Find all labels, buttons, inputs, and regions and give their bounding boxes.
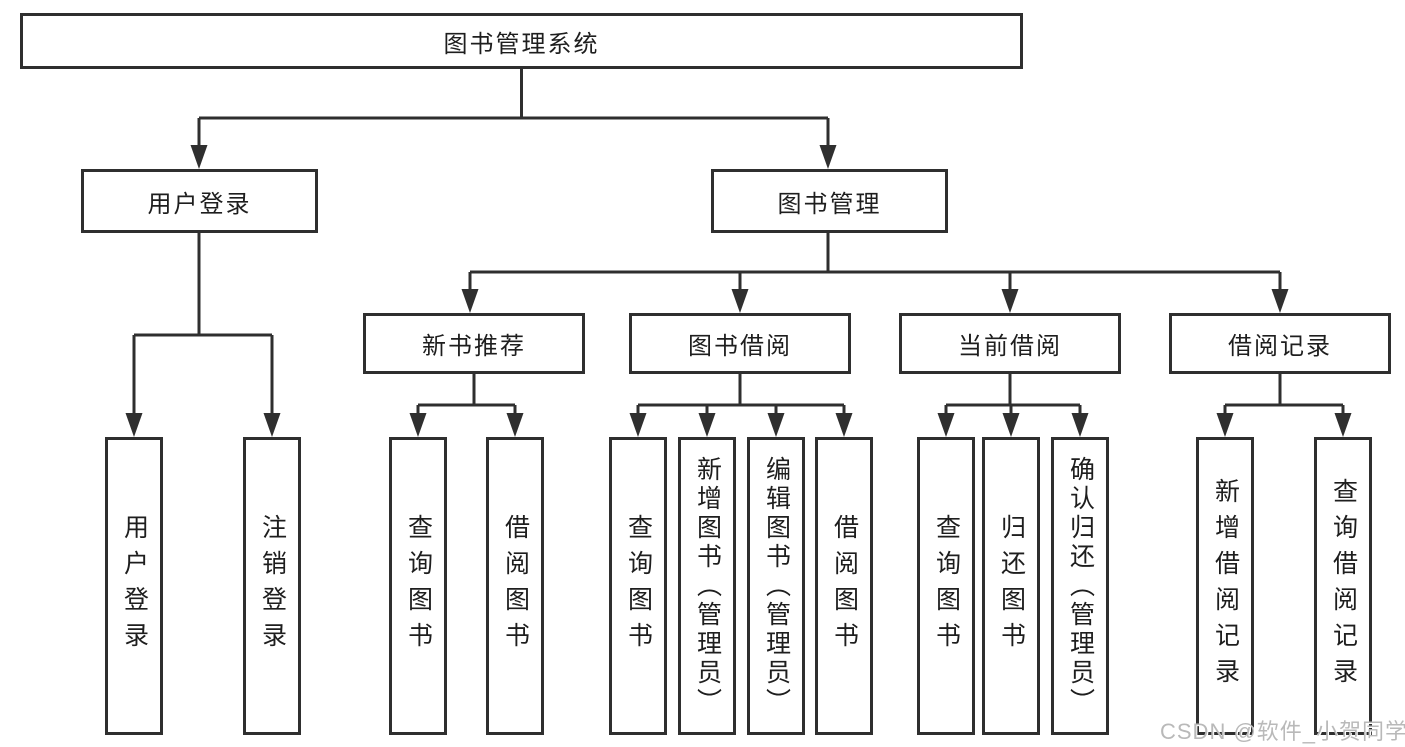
leaf-confirm-return-admin: 确认归还（管理员） (1051, 437, 1109, 735)
leaf-add-borrow-record: 新增借阅记录 (1196, 437, 1254, 735)
connector-new-book-recommendation-children (409, 374, 524, 437)
connector-current-borrowing-children (937, 374, 1089, 437)
leaf-add-book-admin: 新增图书（管理员） (678, 437, 736, 735)
leaf-query-books-borrowing: 查询图书 (609, 437, 667, 735)
connector-borrowing-records-children (1216, 374, 1352, 437)
leaf-query-books-recommend: 查询图书 (389, 437, 447, 735)
node-library-management-system: 图书管理系统 (20, 13, 1023, 69)
leaf-user-login: 用户登录 (105, 437, 163, 735)
node-current-borrowing: 当前借阅 (899, 313, 1121, 374)
watermark: CSDN @软件_小贺同学 (1160, 719, 1405, 744)
node-book-borrowing: 图书借阅 (629, 313, 851, 374)
leaf-borrow-books-recommend: 借阅图书 (486, 437, 544, 735)
node-book-management: 图书管理 (711, 169, 948, 233)
connector-book-management-to-level3 (461, 233, 1289, 313)
leaf-query-books-current: 查询图书 (917, 437, 975, 735)
node-new-book-recommendation: 新书推荐 (363, 313, 585, 374)
connector-root-to-level2 (190, 69, 837, 169)
leaf-edit-book-admin: 编辑图书（管理员） (747, 437, 805, 735)
node-borrowing-records: 借阅记录 (1169, 313, 1391, 374)
leaf-borrow-books-borrowing: 借阅图书 (815, 437, 873, 735)
leaf-return-books: 归还图书 (982, 437, 1040, 735)
leaf-logout: 注销登录 (243, 437, 301, 735)
connector-user-login-children (125, 233, 281, 437)
leaf-query-borrow-record: 查询借阅记录 (1314, 437, 1372, 735)
node-user-login: 用户登录 (81, 169, 318, 233)
connector-book-borrowing-children (629, 374, 853, 437)
